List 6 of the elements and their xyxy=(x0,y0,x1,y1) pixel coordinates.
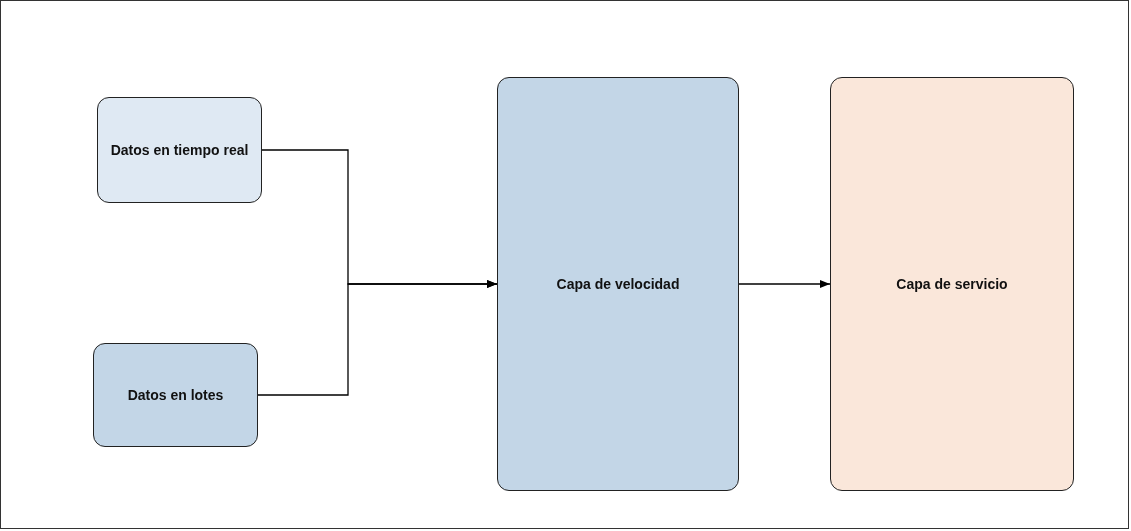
arrow xyxy=(738,280,831,288)
data-source-box: Datos en lotes xyxy=(93,343,258,447)
arrow xyxy=(257,280,498,396)
layer-box: Capa de servicio xyxy=(830,77,1074,491)
layer-box: Capa de velocidad xyxy=(497,77,739,491)
data-source-box: Datos en tiempo real xyxy=(97,97,262,203)
